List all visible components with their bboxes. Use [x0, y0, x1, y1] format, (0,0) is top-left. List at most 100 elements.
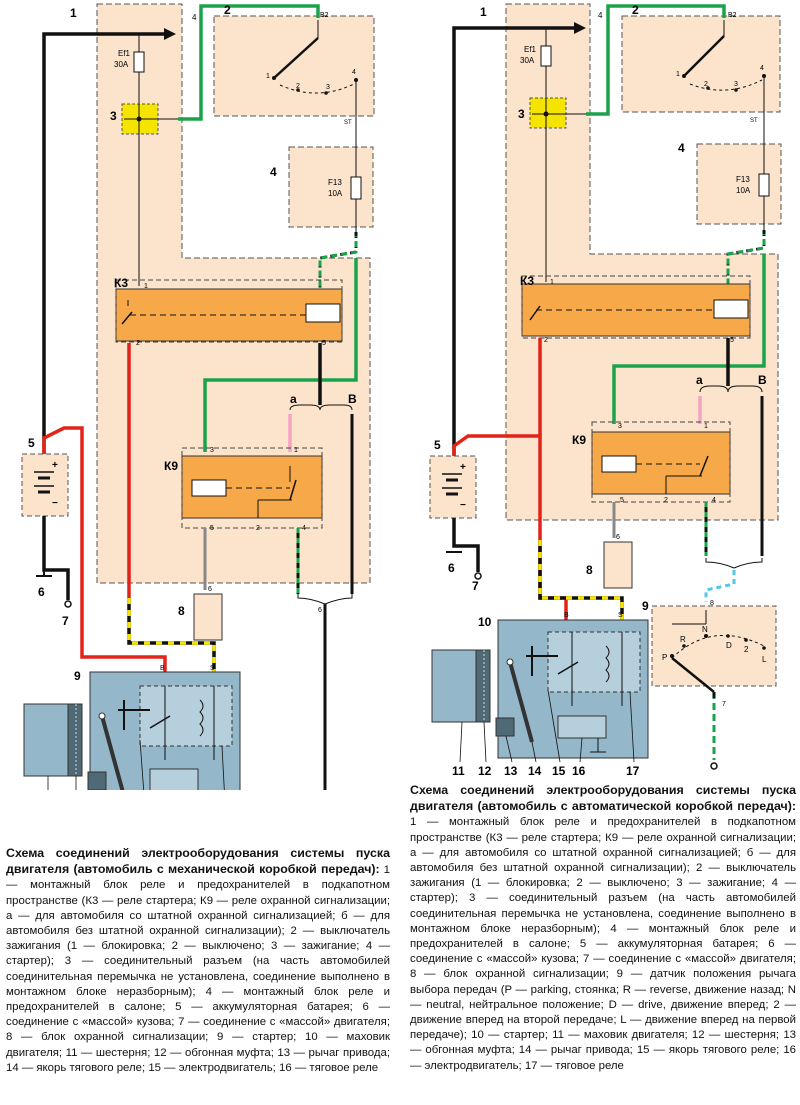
label-2-auto: 2	[632, 3, 639, 17]
label-2: 2	[224, 3, 231, 17]
label-11-auto: 11	[452, 764, 465, 778]
flywheel-10	[23, 703, 69, 777]
fuse-f13-auto	[758, 173, 770, 197]
battery-minus-auto: −	[460, 500, 466, 511]
k3-pin-1-auto: 1	[550, 279, 554, 286]
k9-pin-4: 4	[302, 525, 306, 532]
battery-5-auto	[429, 455, 477, 519]
k9-pin-1: 1	[294, 447, 298, 454]
label-14-auto: 14	[528, 764, 542, 778]
variant-a: а	[290, 392, 297, 406]
label-7: 7	[62, 614, 69, 628]
alarm-pin-6-auto: 6	[616, 534, 620, 541]
fuse-ef1	[133, 51, 145, 73]
traction-relay-17	[547, 631, 641, 693]
label-9: 9	[74, 669, 81, 683]
sensor-pin-8: 8	[710, 600, 714, 607]
starter-pin-s-auto: S	[618, 612, 623, 619]
label-4-auto: 4	[678, 141, 685, 155]
pin-st: ST	[344, 120, 352, 126]
label-13-auto: 13	[504, 764, 518, 778]
ignition-switch-2-auto	[621, 15, 781, 113]
gear-n: N	[702, 625, 708, 634]
contact-3-auto: 3	[734, 81, 738, 88]
clutch-13	[495, 717, 515, 737]
relay-block-1-auto	[505, 3, 779, 521]
label-4: 4	[270, 165, 277, 179]
relay-k9-label: К9	[164, 459, 178, 473]
k9-pin-2-auto: 2	[664, 497, 668, 504]
label-12-auto: 12	[478, 764, 492, 778]
starter-pin-b-auto: B	[564, 612, 569, 619]
pin-b2: B2	[320, 12, 329, 19]
contact-3: 3	[326, 84, 330, 91]
k9-pin-5-auto: 5	[620, 497, 624, 504]
sensor-pin-7: 7	[722, 701, 726, 708]
label-9-auto: 9	[642, 599, 649, 613]
k9-pin-1-auto: 1	[704, 423, 708, 430]
gear-11	[67, 703, 83, 777]
relay-k9-coil	[191, 479, 227, 497]
label-8-auto: 8	[586, 563, 593, 577]
k9-pin-5: 5	[210, 525, 214, 532]
label-3: 3	[110, 109, 117, 123]
caption-automatic-body: 1 — монтажный блок реле и предохранителе…	[410, 816, 796, 1072]
fuse-f13-name: F13	[328, 178, 342, 187]
variant-b: B	[348, 392, 357, 406]
relay-k9-coil-auto	[601, 455, 637, 473]
label-5: 5	[28, 436, 35, 450]
gear-d: D	[726, 641, 732, 650]
variant-a-auto: а	[696, 373, 703, 387]
caption-manual-body: 1 — монтажный блок реле и предохранителе…	[6, 864, 391, 1074]
label-10-auto: 10	[478, 615, 492, 629]
caption-automatic-title: Схема соединений электрооборудования сис…	[410, 783, 796, 814]
alarm-pin-6: 6	[208, 586, 212, 593]
gear-r: R	[680, 635, 686, 644]
contact-4: 4	[352, 69, 356, 76]
label-3-auto: 3	[518, 107, 525, 121]
k9-pin-4-auto: 4	[712, 497, 716, 504]
k9-pin-2: 2	[256, 525, 260, 532]
traction-relay-16	[139, 685, 233, 747]
k3-pin-2-auto: 2	[544, 337, 548, 344]
fuse-ef1-value-auto: 30А	[520, 56, 535, 65]
contact-2: 2	[296, 83, 300, 90]
fuse-f13-value: 10А	[328, 189, 343, 198]
fuse-ef1-name: Ef1	[118, 49, 131, 58]
label-7-auto: 7	[472, 579, 479, 593]
gear-12	[475, 649, 491, 723]
fuse-ef1-name-auto: Ef1	[524, 45, 537, 54]
ignition-switch-2	[213, 15, 375, 117]
pin-6-ground: 6	[318, 607, 322, 614]
label-8: 8	[178, 604, 185, 618]
battery-plus-auto: +	[460, 462, 466, 473]
pin-st-auto: ST	[750, 118, 758, 124]
fuse-f13	[350, 176, 362, 200]
ignition-contacts	[272, 20, 358, 120]
contact-1-auto: 1	[676, 71, 680, 78]
clutch-12	[87, 771, 107, 790]
battery-5	[21, 453, 69, 517]
ignition-contacts-auto	[682, 20, 766, 118]
k9-pin-3: 3	[210, 447, 214, 454]
relay-k3-label-auto: К3	[520, 274, 534, 288]
contact-1: 1	[266, 73, 270, 80]
caption-manual-gearbox: Схема соединений электрооборудования сис…	[6, 846, 390, 1076]
relay-k9-label-auto: К9	[572, 433, 586, 447]
relay-k3-coil-auto	[713, 299, 749, 319]
label-1-auto: 1	[480, 5, 487, 19]
battery-plus: +	[52, 460, 58, 471]
pin-b2-auto: B2	[728, 12, 737, 19]
k9-pin-3-auto: 3	[618, 423, 622, 430]
starter-pin-s: S	[210, 665, 215, 672]
caption-automatic-gearbox: Схема соединений электрооборудования сис…	[410, 783, 796, 1074]
gear-selector-sensor-9	[651, 605, 777, 687]
alarm-unit-8-auto	[603, 541, 633, 589]
label-17-auto: 17	[626, 764, 640, 778]
diagram-automatic: Ef1 30А B2 4 1 2 3 4 ST F13 10А К3 1 5 2…	[429, 3, 782, 778]
gear-p: P	[662, 653, 667, 662]
k3-pin-5: 5	[322, 340, 326, 347]
arrow-icon-auto	[574, 22, 586, 34]
label-6-auto: 6	[448, 561, 455, 575]
fuse-ef1-auto	[540, 45, 552, 67]
